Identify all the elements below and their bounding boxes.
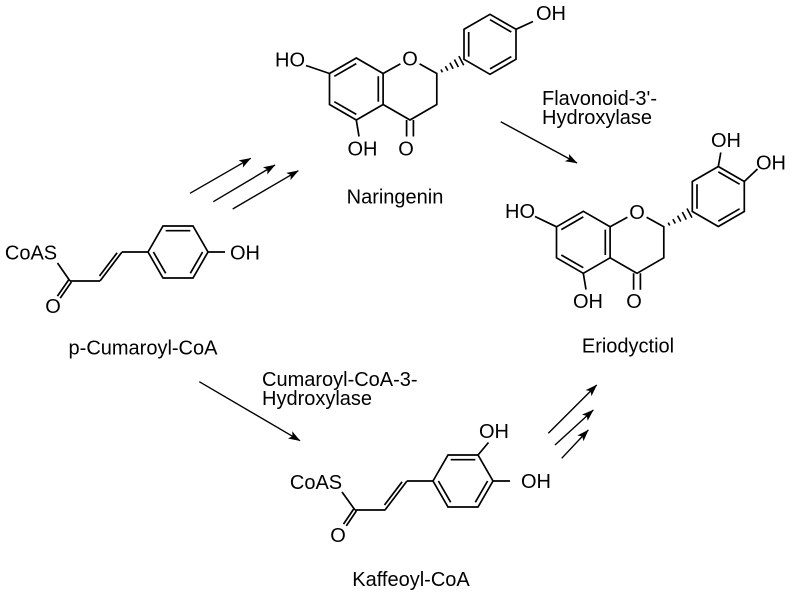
eriodyctiol-oh4-label: OH <box>756 153 786 175</box>
eriodyctiol-oh3-label: OH <box>711 130 741 152</box>
eriodyctiol-double-bonds <box>560 171 741 290</box>
p-cumaroyl-coa-bonds <box>56 225 225 282</box>
naringenin-name: Naringenin <box>347 187 444 209</box>
kaffeoyl-coa-oh3-label: OH <box>479 421 509 443</box>
eriodyctiol-ho7-label: HO <box>505 201 535 223</box>
flavonoid-hydroxylase-label-line1: Flavonoid-3'- <box>542 88 657 110</box>
kaffeoyl-coa-bonds <box>341 441 510 511</box>
p-cumaroyl-coa-coas-label: CoAS <box>5 243 57 265</box>
p-cumaroyl-coa-o-label: O <box>45 296 61 318</box>
eriodyctiol-ring-o-label: O <box>629 202 645 224</box>
multi-step-arrows-top-left <box>189 157 299 210</box>
naringenin-double-bonds <box>333 18 512 137</box>
p-cumaroyl-coa-structure: CoAS O OH p-Cumaroyl-CoA <box>5 225 260 360</box>
kaffeoyl-coa-coas-label: CoAS <box>290 472 342 494</box>
multi-step-arrow <box>232 170 299 210</box>
flavonoid-hydroxylase-reaction: Flavonoid-3'- Hydroxylase <box>500 88 657 164</box>
cumaroyl-hydroxylase-label-line2: Hydroxylase <box>262 388 372 410</box>
kaffeoyl-coa-name: Kaffeoyl-CoA <box>352 569 470 591</box>
kaffeoyl-coa-double-bonds <box>342 458 489 527</box>
eriodyctiol-structure: HO O OH O OH OH Eriodyctiol <box>505 130 786 358</box>
cumaroyl-hydroxylase-reaction: Cumaroyl-CoA-3- Hydroxylase <box>198 369 418 442</box>
kaffeoyl-coa-oh4-label: OH <box>521 471 551 493</box>
multi-step-arrow <box>554 409 594 446</box>
naringenin-ho7-label: HO <box>275 49 305 71</box>
cumaroyl-hydroxylase-arrow <box>198 381 301 442</box>
eriodyctiol-name: Eriodyctiol <box>582 336 674 358</box>
eriodyctiol-stereo-hash-bond <box>667 208 693 226</box>
multi-step-arrow <box>547 384 598 434</box>
naringenin-structure: HO O OH O OH Naringenin <box>275 3 566 208</box>
p-cumaroyl-coa-oh-label: OH <box>230 243 260 265</box>
naringenin-oh4-label: OH <box>536 3 566 25</box>
flavonoid-hydroxylase-arrow <box>500 121 578 164</box>
eriodyctiol-oh5-label: OH <box>573 291 603 313</box>
eriodyctiol-ketone-o-label: O <box>626 291 642 313</box>
naringenin-ring-o-label: O <box>402 49 418 71</box>
multi-step-arrow <box>212 164 276 203</box>
naringenin-bonds <box>305 13 534 137</box>
p-cumaroyl-coa-double-bonds <box>56 229 204 299</box>
cumaroyl-hydroxylase-label-line1: Cumaroyl-CoA-3- <box>262 369 418 391</box>
kaffeoyl-coa-o-label: O <box>330 525 346 547</box>
multi-step-arrow <box>189 157 252 194</box>
naringenin-stereo-hash-bond <box>440 55 465 73</box>
flavonoid-hydroxylase-label-line2: Hydroxylase <box>542 107 652 129</box>
kaffeoyl-coa-structure: CoAS O OH OH Kaffeoyl-CoA <box>290 421 551 591</box>
naringenin-ketone-o-label: O <box>398 139 414 161</box>
multi-step-arrows-bottom-right <box>547 384 598 459</box>
eriodyctiol-bonds <box>534 152 759 290</box>
multi-step-arrow <box>561 429 589 459</box>
p-cumaroyl-coa-name: p-Cumaroyl-CoA <box>69 338 219 360</box>
naringenin-oh5-label: OH <box>348 139 378 161</box>
